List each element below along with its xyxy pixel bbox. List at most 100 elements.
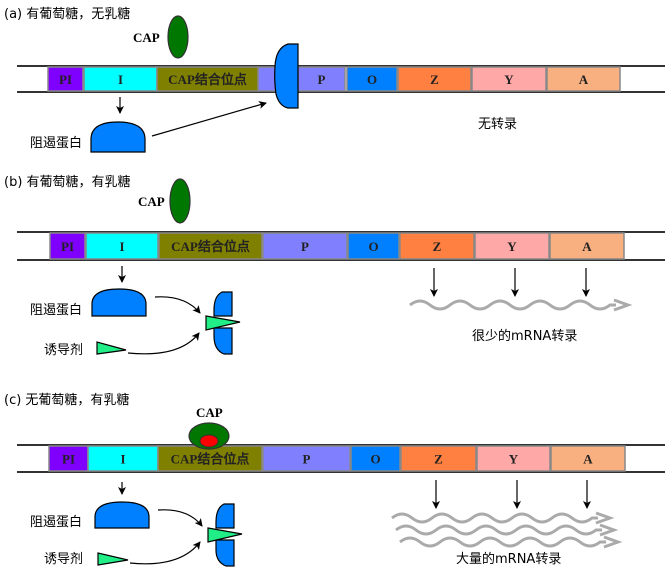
panel-b-inducer-label: 诱导剂	[44, 343, 83, 358]
panel-a-cap-protein	[167, 15, 189, 59]
gene-P	[262, 445, 351, 472]
gene-label-PI: PI	[59, 72, 72, 87]
gene-Z	[399, 232, 475, 260]
panel-a-bound-repressor	[274, 43, 299, 109]
panel-c-inducer	[97, 552, 129, 566]
gene-label-PI: PI	[62, 452, 75, 467]
panel-a-dna-bar: PI I CAP结合位点 P O Z Y A	[17, 65, 665, 93]
mrna-arrowhead	[599, 523, 619, 537]
mrna-arrowhead	[595, 511, 615, 525]
gene-A	[550, 445, 626, 472]
panel-c-camp	[199, 434, 219, 448]
gene-Z	[397, 66, 472, 92]
panel-b-repressor-arrow	[154, 296, 201, 314]
gene-label-Z: Z	[430, 72, 439, 87]
gene-PI	[48, 445, 89, 472]
gene-PI	[47, 66, 84, 92]
gene-label-Z: Z	[433, 239, 442, 254]
panel-b-repressor-label: 阻遏蛋白	[30, 302, 82, 318]
gene-O	[347, 232, 400, 260]
panel-c-inducer-arrow	[129, 541, 201, 565]
panel-c-title: (c) 无葡萄糖，有乳糖	[4, 392, 129, 408]
panel-b-repressor	[91, 288, 147, 317]
panel-a-binding-arrow	[151, 101, 267, 137]
gene-label-O: O	[370, 452, 380, 467]
panel-c-complex-bottom	[215, 539, 235, 567]
gene-label-O: O	[368, 239, 378, 254]
panel-b-complex-bottom	[213, 327, 233, 355]
gene-A	[546, 66, 621, 92]
mrna-strand	[391, 512, 598, 524]
gene-Y	[474, 232, 550, 260]
gene-O	[346, 66, 398, 92]
gene-label-CAP: CAP结合位点	[171, 452, 250, 467]
gene-label-P: P	[303, 452, 311, 467]
gene-PI	[49, 232, 86, 260]
panel-c-result-label: 大量的mRNA转录	[456, 551, 561, 567]
panel-b-result-label: 很少的mRNA转录	[472, 328, 577, 344]
panel-a: (a) 有葡萄糖，无乳糖 PI I CAP结合位点 P O Z Y A CAP 阻遏蛋白 无转…	[4, 6, 665, 153]
panel-b-mrna	[409, 298, 633, 312]
panel-a-title: (a) 有葡萄糖，无乳糖	[4, 6, 130, 22]
gene-label-Y: Y	[504, 72, 514, 87]
panel-c-complex-top	[215, 503, 235, 529]
gene-label-Y: Y	[509, 452, 519, 467]
gene-P	[297, 66, 346, 92]
gene-CAP	[158, 232, 263, 260]
panel-b-inducer	[96, 341, 127, 355]
panel-a-cap-label: CAP	[133, 30, 160, 45]
gene-label-A: A	[583, 452, 593, 467]
panel-b-transcription-arrows	[430, 268, 590, 297]
mrna-strand	[399, 536, 606, 548]
panel-a-repressor-label: 阻遏蛋白	[30, 135, 82, 151]
panel-b-cap-protein	[169, 178, 191, 224]
gene-I	[87, 445, 159, 472]
gene-label-I: I	[118, 72, 123, 87]
panel-b: (b) 有葡萄糖，有乳糖 PI I CAP结合位点 P O Z Y A CAP 阻遏蛋白 诱导…	[4, 174, 665, 358]
panel-c-cap-label: CAP	[196, 405, 223, 420]
panel-b-dna-bar: PI I CAP结合位点 P O Z Y A	[17, 231, 665, 261]
panel-c: (c) 无葡萄糖，有乳糖 PI I CAP结合位点 P O Z Y A CAP 阻遏蛋白 诱导…	[4, 392, 665, 567]
panel-a-result-label: 无转录	[478, 117, 517, 132]
gene-Z	[400, 445, 477, 472]
mrna-arrowhead	[603, 535, 623, 549]
gene-CAP	[156, 66, 259, 92]
gene-label-O: O	[367, 72, 377, 87]
gene-P	[262, 232, 348, 260]
gene-label-Y: Y	[507, 239, 517, 254]
gene-label-Z: Z	[434, 452, 443, 467]
gene-label-A: A	[582, 239, 592, 254]
panel-c-dna-bar: PI I CAP结合位点 P O Z Y A	[17, 444, 665, 473]
mrna-strand	[395, 524, 602, 536]
gene-label-CAP: CAP结合位点	[171, 239, 250, 254]
gene-label-I: I	[120, 452, 125, 467]
gene-label-CAP: CAP结合位点	[168, 72, 247, 87]
panel-c-repressor-label: 阻遏蛋白	[30, 514, 82, 530]
panel-c-repressor	[94, 501, 150, 529]
gene-A	[549, 232, 625, 260]
panel-c-complex-inducer	[207, 527, 243, 543]
mrna-arrowhead	[613, 298, 633, 312]
panel-b-title: (b) 有葡萄糖，有乳糖	[4, 174, 131, 190]
panel-c-inducer-label: 诱导剂	[44, 552, 83, 567]
gene-label-PI: PI	[61, 239, 74, 254]
gene-label-P: P	[318, 72, 326, 87]
panel-a-repressor	[90, 121, 146, 153]
gene-Y	[476, 445, 551, 472]
panel-b-cap-label: CAP	[138, 194, 165, 209]
panel-c-transcription-arrows	[432, 480, 591, 509]
panel-b-complex-inducer	[205, 315, 241, 331]
panel-c-mrna	[391, 511, 623, 549]
panel-b-inducer-arrow	[127, 332, 200, 355]
gene-label-I: I	[119, 239, 124, 254]
gene-I	[85, 232, 159, 260]
gene-Y	[471, 66, 547, 92]
gene-I	[83, 66, 158, 92]
panel-c-repressor-arrow	[157, 509, 203, 527]
mrna-strand	[409, 299, 616, 311]
panel-b-complex-top	[213, 291, 233, 317]
gene-O	[350, 445, 401, 472]
gene-label-A: A	[579, 72, 589, 87]
gene-label-P: P	[301, 239, 309, 254]
